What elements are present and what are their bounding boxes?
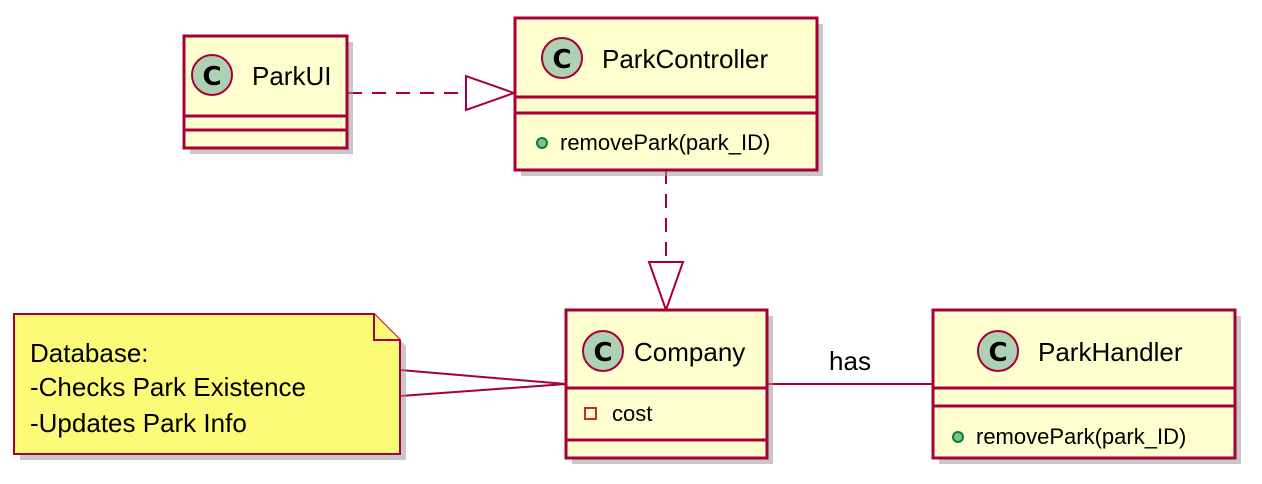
class-badge-letter: C (988, 338, 1007, 368)
class-name: ParkHandler (1038, 337, 1183, 367)
realization-arrowhead (465, 74, 517, 112)
class-name: Company (634, 337, 745, 367)
relation-parkui-parkcontroller (348, 74, 517, 112)
note: Database: -Checks Park Existence -Update… (13, 313, 406, 460)
realization-arrowhead (647, 261, 685, 313)
class-badge-letter: C (593, 338, 612, 368)
class-badge-icon (191, 54, 233, 96)
class-badge-letter: C (552, 45, 571, 75)
relation-parkcontroller-company (647, 170, 685, 313)
class-badge-letter: C (202, 62, 221, 92)
class-badge-icon (541, 37, 583, 79)
class-method: removePark(park_ID) (976, 424, 1186, 449)
note-connector (399, 369, 567, 397)
relation-company-parkhandler: has (767, 346, 932, 385)
class-method: removePark(park_ID) (560, 130, 770, 155)
public-visibility-icon (536, 137, 548, 149)
note-line-1: Database: (30, 338, 149, 368)
class-badge-icon (977, 330, 1019, 372)
note-line-3: -Updates Park Info (30, 408, 247, 438)
public-visibility-icon (952, 431, 964, 443)
class-parkhandler[interactable]: C ParkHandler removePark(park_ID) (931, 308, 1241, 464)
class-parkcontroller[interactable]: C ParkController removePark(park_ID) (513, 16, 823, 176)
class-badge-icon (582, 330, 624, 372)
private-visibility-icon (584, 407, 597, 420)
class-name: ParkController (602, 44, 769, 74)
note-line-2: -Checks Park Existence (30, 372, 306, 402)
association-label: has (829, 346, 871, 376)
class-name: ParkUI (252, 61, 331, 91)
class-company[interactable]: C Company cost (564, 308, 773, 464)
class-attribute: cost (612, 401, 652, 426)
class-parkui[interactable]: C ParkUI (182, 34, 353, 154)
